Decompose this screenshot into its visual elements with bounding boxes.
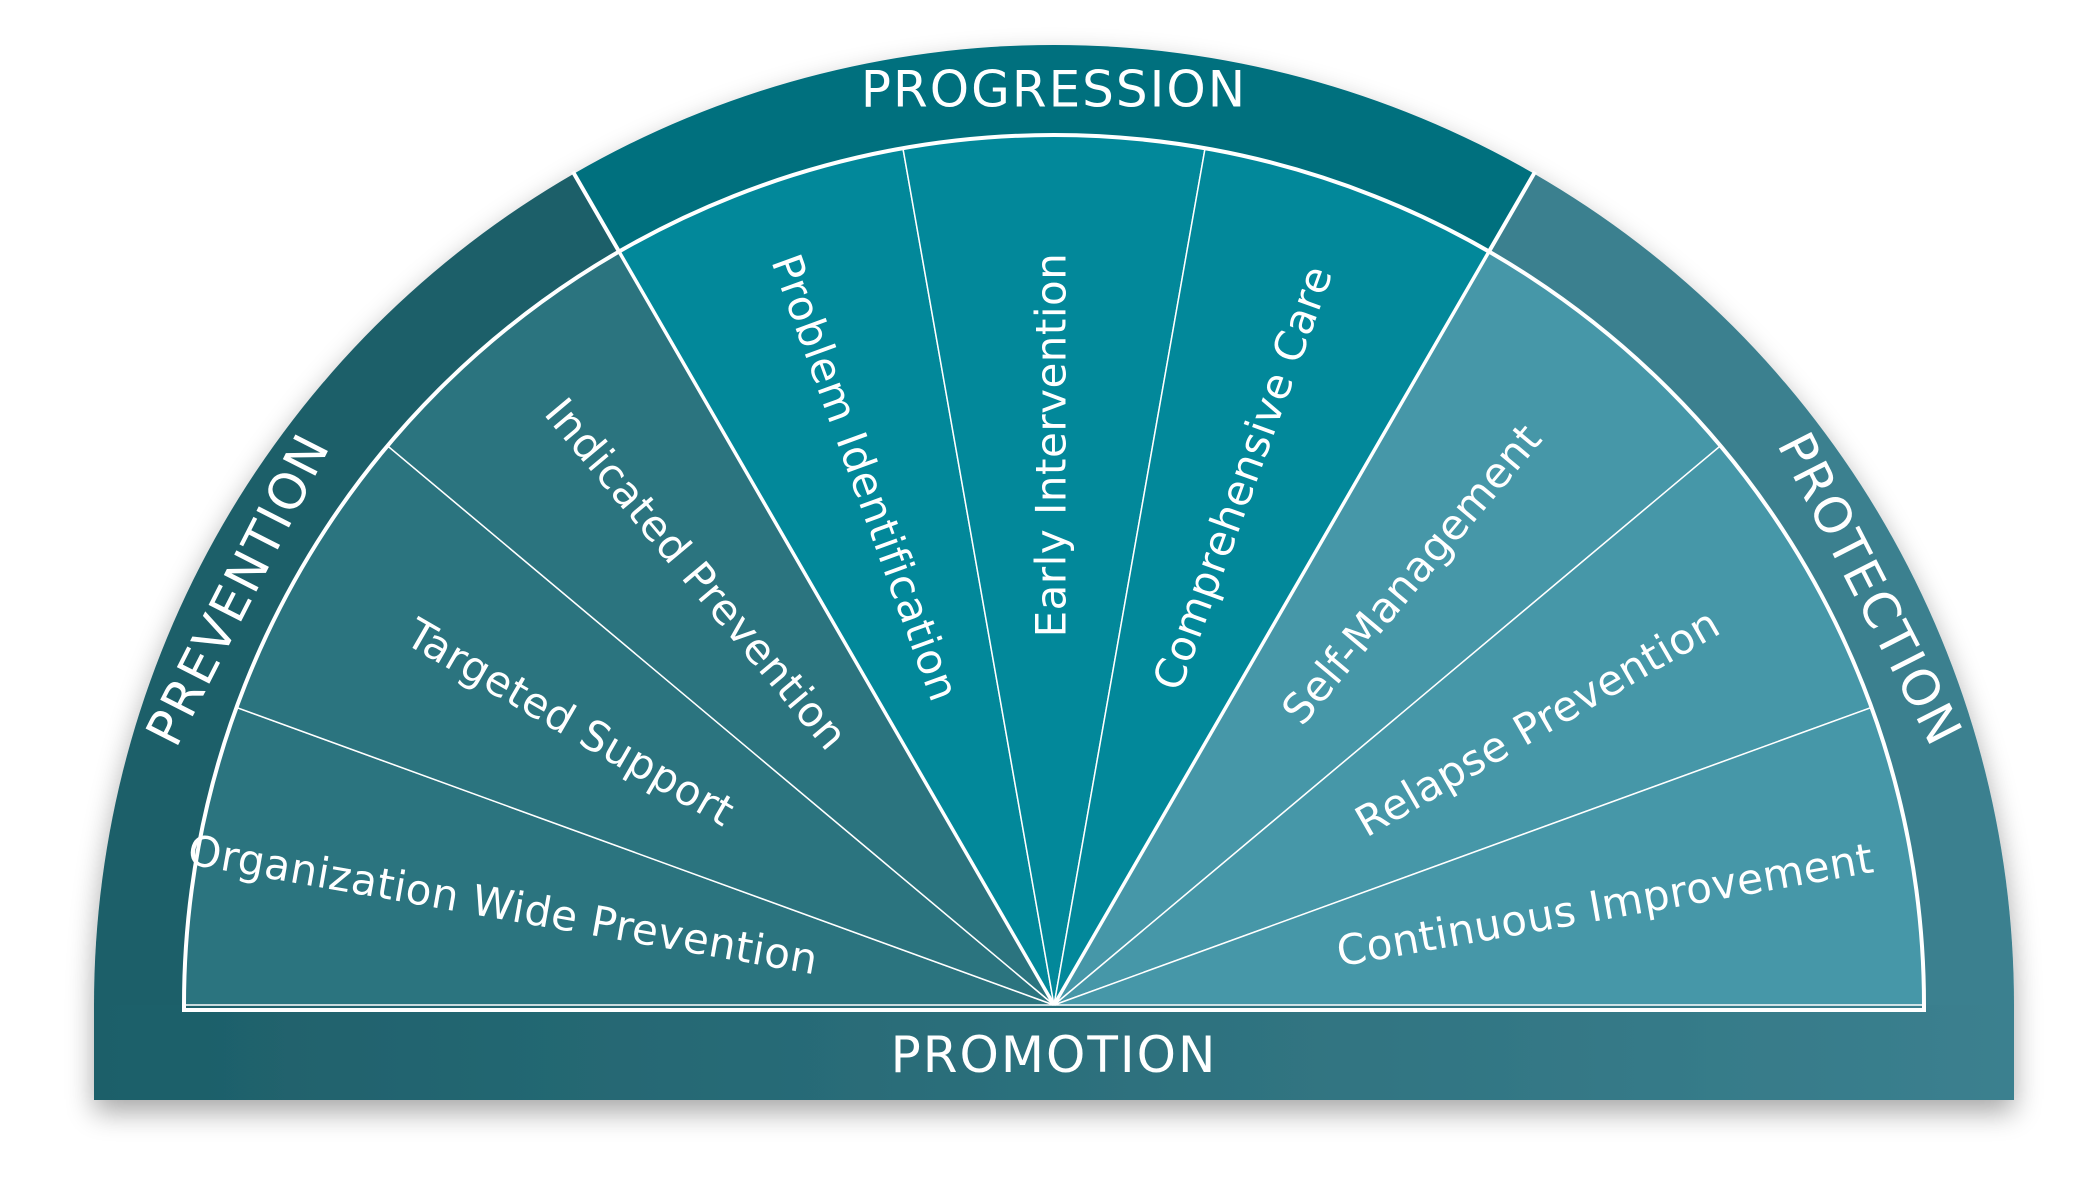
- band-label-progression: PROGRESSION: [861, 61, 1247, 119]
- band-divider: [1487, 170, 1537, 253]
- band-label-promotion: PROMOTION: [891, 1026, 1218, 1084]
- group-divider: [617, 250, 1056, 1006]
- segment-label: Early Intervention: [1027, 253, 1076, 638]
- inner-fan-outline: [182, 133, 1926, 1012]
- band-divider: [571, 170, 621, 253]
- band-promotion: [94, 1005, 2014, 1100]
- group-divider: [1052, 250, 1491, 1006]
